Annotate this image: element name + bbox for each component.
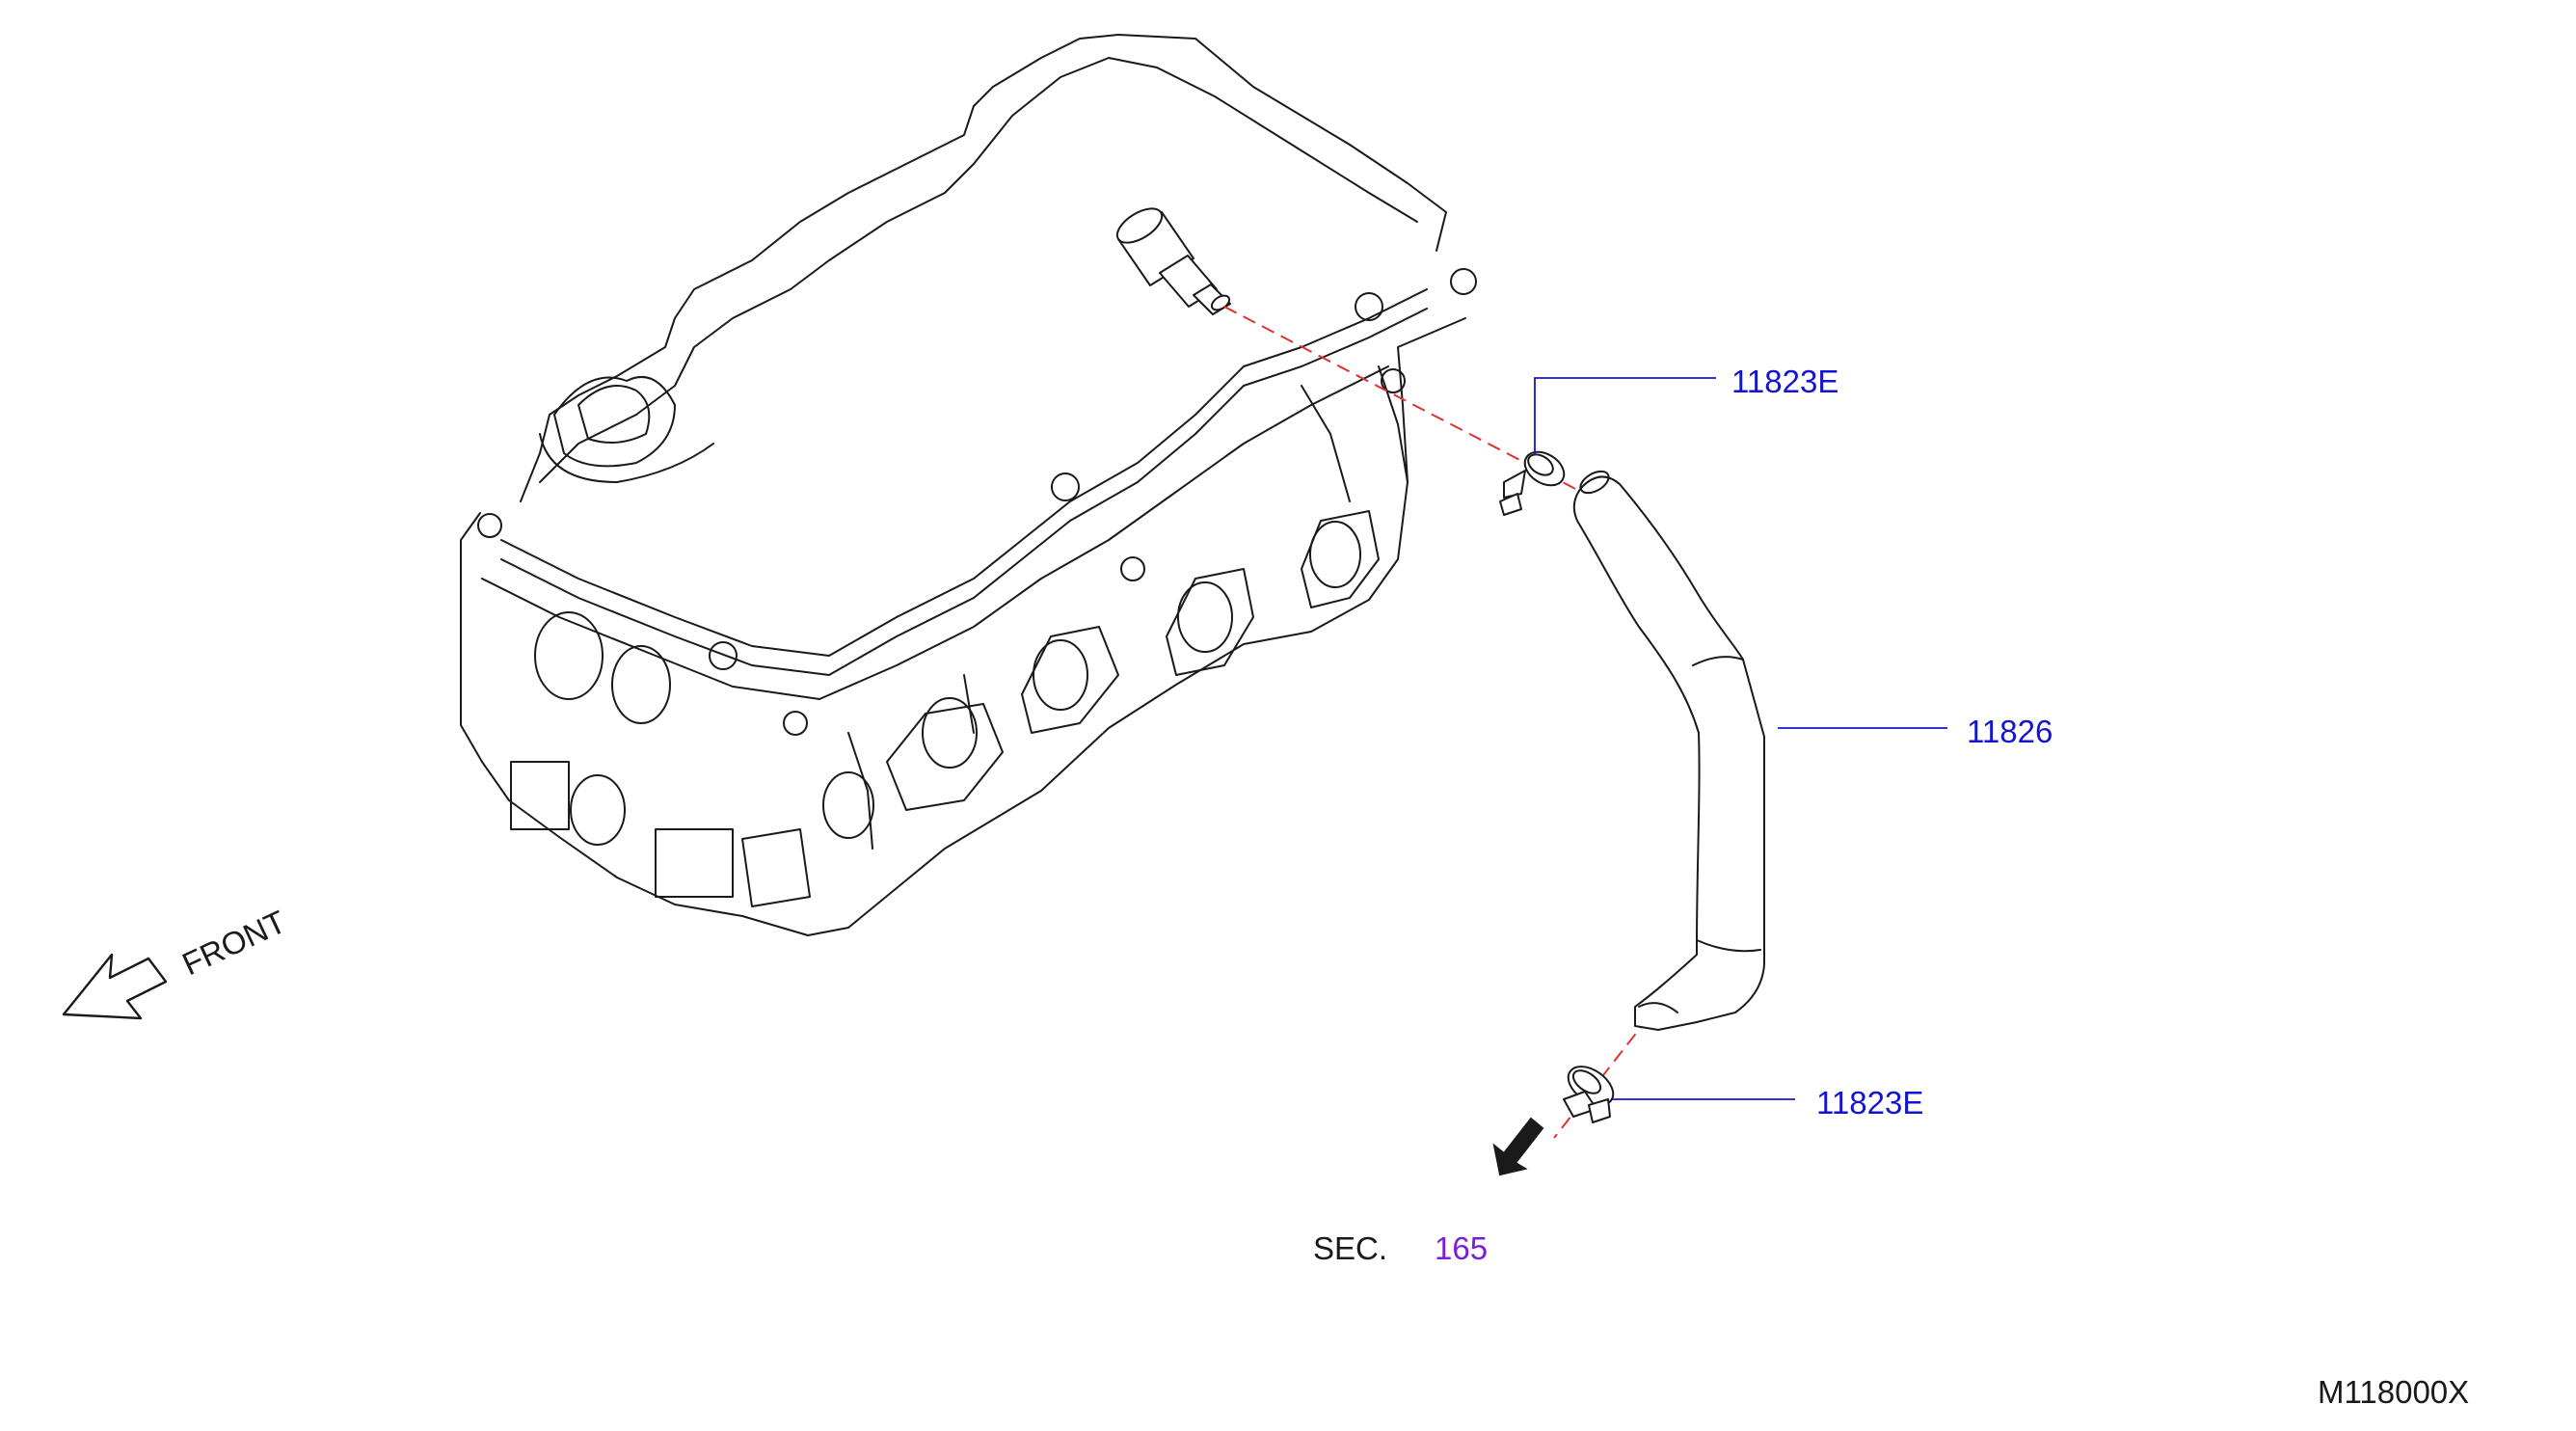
section-prefix: SEC. xyxy=(1313,1230,1387,1266)
upper-hose-clamp-illustration xyxy=(1499,450,1566,516)
pcv-valve-illustration xyxy=(1115,207,1231,315)
assembly-centerlines xyxy=(1223,306,1650,1139)
breather-hose-illustration xyxy=(1572,470,1765,1031)
cylinder-head-illustration xyxy=(460,34,1477,936)
section-reference-arrow xyxy=(1492,1117,1544,1176)
callout-leader-lines xyxy=(1534,377,1947,1100)
figure-code: M118000X xyxy=(2318,1374,2469,1410)
callout-11823e-upper[interactable]: 11823E xyxy=(1731,364,1838,399)
section-number-link[interactable]: 165 xyxy=(1435,1230,1488,1266)
front-arrow-icon xyxy=(62,953,168,1020)
callout-11826[interactable]: 11826 xyxy=(1967,714,2053,749)
front-direction-label: FRONT xyxy=(176,904,291,983)
callout-11823e-lower[interactable]: 11823E xyxy=(1816,1085,1923,1120)
lower-hose-clamp-illustration xyxy=(1563,1066,1615,1123)
